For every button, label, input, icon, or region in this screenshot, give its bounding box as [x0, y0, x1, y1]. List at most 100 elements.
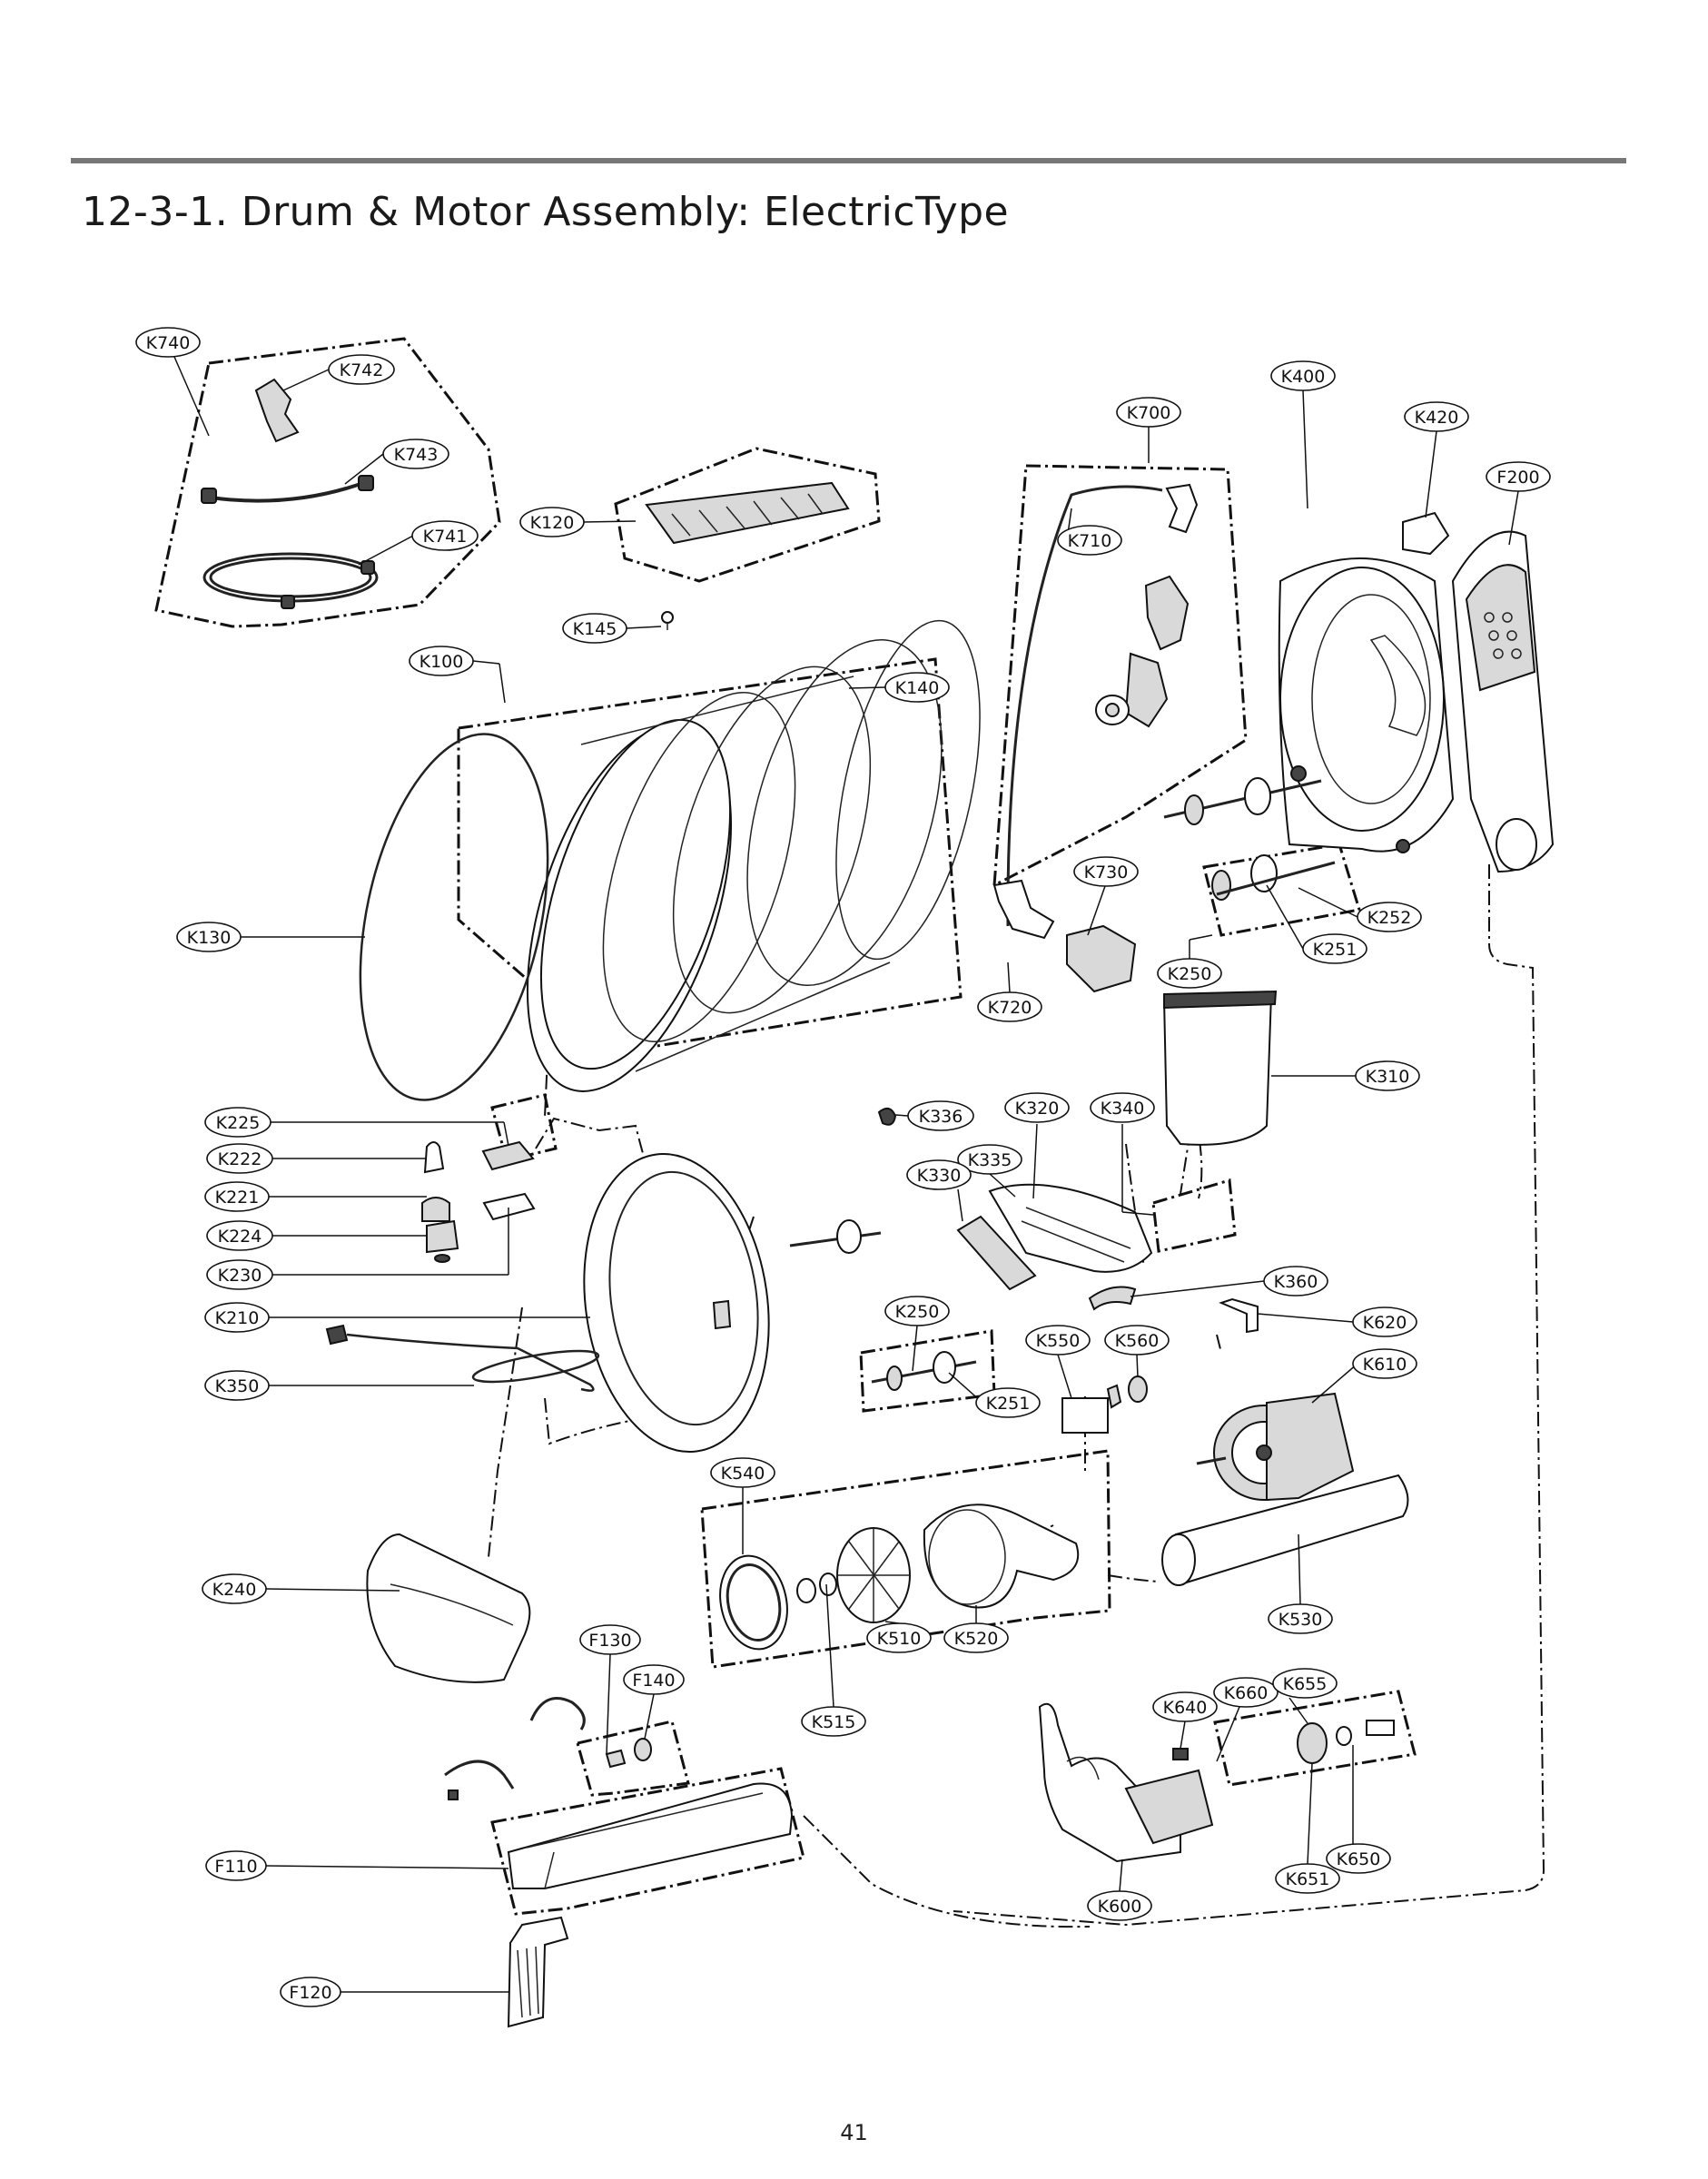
svg-text:K420: K420	[1415, 408, 1459, 428]
callout-K560: K560	[1104, 1325, 1170, 1356]
svg-text:K360: K360	[1274, 1272, 1318, 1292]
page-title: 12-3-1. Drum & Motor Assembly: ElectricT…	[82, 189, 1010, 235]
callout-K650: K650	[1326, 1843, 1391, 1874]
callout-K145: K145	[562, 613, 627, 644]
svg-text:K600: K600	[1098, 1897, 1142, 1917]
callout-K225: K225	[204, 1107, 272, 1138]
callout-K540: K540	[710, 1457, 775, 1488]
callout-F120: F120	[280, 1977, 341, 2007]
callout-K230: K230	[206, 1259, 273, 1290]
svg-text:F110: F110	[214, 1857, 257, 1877]
callout-K222: K222	[206, 1143, 273, 1174]
svg-text:K651: K651	[1286, 1869, 1330, 1889]
svg-text:K252: K252	[1367, 908, 1412, 928]
callout-K730: K730	[1073, 856, 1139, 887]
svg-text:K335: K335	[968, 1150, 1012, 1170]
svg-text:K515: K515	[812, 1712, 856, 1732]
svg-text:K210: K210	[215, 1308, 260, 1328]
svg-text:F140: F140	[632, 1671, 675, 1691]
svg-text:K640: K640	[1163, 1698, 1208, 1718]
callout-F200: F200	[1486, 461, 1551, 492]
svg-text:K741: K741	[423, 527, 468, 547]
svg-text:K710: K710	[1068, 531, 1112, 551]
svg-text:K660: K660	[1224, 1683, 1269, 1703]
callout-K335: K335	[957, 1144, 1022, 1175]
callout-K742: K742	[328, 354, 395, 385]
callout-K310: K310	[1355, 1060, 1420, 1091]
svg-text:K130: K130	[187, 928, 232, 948]
callout-K660: K660	[1213, 1677, 1279, 1708]
leader-lines	[173, 356, 1519, 1993]
svg-text:F200: F200	[1496, 468, 1539, 488]
callout-K340: K340	[1090, 1092, 1155, 1123]
callout-K240: K240	[202, 1573, 267, 1604]
svg-text:K251: K251	[1313, 940, 1358, 960]
svg-text:K530: K530	[1279, 1610, 1323, 1630]
svg-text:K222: K222	[218, 1149, 262, 1169]
svg-text:F130: F130	[588, 1631, 631, 1651]
svg-text:K650: K650	[1337, 1849, 1381, 1869]
callout-K330: K330	[906, 1159, 972, 1190]
callout-K420: K420	[1404, 401, 1469, 432]
svg-text:K221: K221	[215, 1188, 260, 1208]
svg-text:K730: K730	[1084, 863, 1129, 882]
header-rule	[71, 158, 1626, 163]
callout-K520: K520	[943, 1622, 1009, 1653]
callout-labels: K740 K742 K743 K741 K120 K145 K100 K140 …	[135, 327, 1551, 2007]
callout-F110: F110	[205, 1850, 267, 1881]
svg-text:K140: K140	[895, 678, 940, 698]
svg-text:K620: K620	[1363, 1313, 1407, 1333]
svg-text:K230: K230	[218, 1266, 262, 1286]
svg-text:K540: K540	[721, 1464, 765, 1484]
svg-text:K655: K655	[1283, 1674, 1328, 1694]
svg-text:K145: K145	[573, 619, 617, 639]
svg-text:K350: K350	[215, 1376, 260, 1396]
callout-F140: F140	[623, 1664, 685, 1695]
callout-K251: K251	[1302, 933, 1367, 964]
svg-text:K120: K120	[530, 513, 575, 533]
callout-K210: K210	[204, 1302, 270, 1333]
callout-K510: K510	[866, 1622, 932, 1653]
svg-text:K340: K340	[1101, 1099, 1145, 1119]
callout-K250-lower: K250	[884, 1296, 950, 1326]
callout-K140: K140	[884, 672, 950, 703]
callout-K130: K130	[176, 922, 242, 952]
callout-K651: K651	[1275, 1863, 1340, 1894]
callout-K251-lower: K251	[975, 1387, 1041, 1418]
svg-text:K610: K610	[1363, 1355, 1407, 1375]
callout-K120: K120	[519, 507, 585, 537]
callout-K700: K700	[1116, 397, 1181, 428]
callout-K743: K743	[382, 439, 449, 469]
svg-text:F120: F120	[289, 1983, 331, 2003]
callout-K530: K530	[1268, 1603, 1333, 1634]
svg-text:K336: K336	[919, 1107, 963, 1127]
callout-K550: K550	[1025, 1325, 1091, 1356]
callout-K221: K221	[204, 1181, 270, 1212]
assembly-group-outlines	[154, 337, 1417, 1916]
callout-K710: K710	[1057, 525, 1122, 556]
svg-text:K250: K250	[895, 1302, 940, 1322]
callout-K252: K252	[1357, 902, 1422, 932]
svg-text:K740: K740	[146, 333, 191, 353]
svg-text:K520: K520	[954, 1629, 999, 1649]
svg-text:K510: K510	[877, 1629, 922, 1649]
svg-text:K330: K330	[917, 1166, 962, 1186]
callout-K515: K515	[801, 1706, 866, 1737]
callout-K336: K336	[907, 1100, 974, 1131]
svg-text:K251: K251	[986, 1394, 1031, 1414]
svg-text:K250: K250	[1168, 964, 1212, 984]
svg-text:K320: K320	[1015, 1099, 1060, 1119]
callout-K224: K224	[206, 1220, 273, 1251]
callout-K250: K250	[1157, 958, 1222, 989]
svg-text:K560: K560	[1115, 1331, 1160, 1351]
svg-text:K100: K100	[420, 652, 464, 672]
svg-text:K550: K550	[1036, 1331, 1081, 1351]
svg-text:K400: K400	[1281, 367, 1326, 387]
callout-K100: K100	[409, 646, 474, 676]
svg-text:K720: K720	[988, 998, 1032, 1018]
callout-K600: K600	[1087, 1890, 1152, 1921]
callout-F130: F130	[579, 1624, 641, 1655]
callout-K360: K360	[1263, 1266, 1328, 1297]
svg-text:K225: K225	[216, 1113, 261, 1133]
